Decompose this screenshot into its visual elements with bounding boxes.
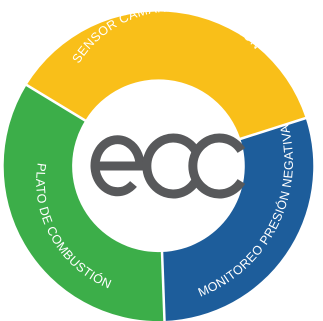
ring xyxy=(3,11,314,321)
segment-plato-de-combustion xyxy=(3,85,165,321)
segment-monitoreo-presion-negativa xyxy=(161,117,314,321)
logo-letter-c2 xyxy=(188,133,246,199)
divider-top-left xyxy=(24,82,87,123)
segment-sensor-camara-combustion xyxy=(26,11,306,139)
ecc-logo xyxy=(90,133,246,199)
segment-dividers xyxy=(24,82,307,321)
divider-top-right xyxy=(239,116,307,141)
divider-left-right xyxy=(160,250,166,321)
logo-letter-c1 xyxy=(142,133,200,199)
logo-letter-e xyxy=(90,135,145,197)
